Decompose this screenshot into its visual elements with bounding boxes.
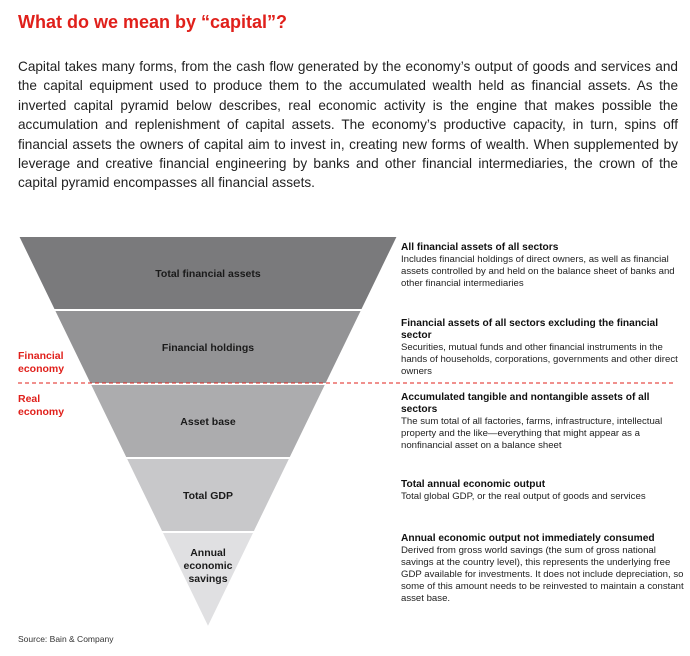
tier-text: Total global GDP, or the real output of … (401, 491, 646, 503)
tier-heading: Total annual economic output (401, 479, 546, 490)
source-note: Source: Bain & Company (18, 634, 114, 644)
tier-text: Securities, mutual funds and other finan… (401, 342, 678, 378)
tier-financial-holdings-label: Financial holdings (162, 342, 254, 354)
financial-economy-label-line2: economy (18, 363, 65, 375)
real-economy-label-line1: Real (18, 393, 41, 405)
tier-annual-economic-savings-label: economic (183, 560, 232, 572)
tier-annual-economic-savings-label: Annual (190, 547, 226, 559)
tier-description-asset-base: Accumulated tangible and nontangible ass… (401, 392, 686, 452)
tier-heading: Annual economic output not immediately c… (401, 533, 655, 544)
real-economy-label: Real economy (18, 393, 64, 419)
real-economy-label-line2: economy (18, 406, 65, 418)
tier-description-annual-economic-savings: Annual economic output not immediately c… (401, 533, 686, 606)
tier-asset-base-label: Asset base (180, 416, 236, 428)
tier-text: The sum total of all factories, farms, i… (401, 416, 663, 452)
page-title: What do we mean by “capital”? (18, 12, 288, 32)
tier-description-total-financial-assets: All financial assets of all sectors Incl… (401, 242, 686, 290)
tier-heading: All financial assets of all sectors (401, 242, 559, 253)
tier-heading: Accumulated tangible and nontangible ass… (401, 392, 650, 416)
financial-economy-label-line1: Financial (18, 350, 64, 362)
intro-paragraph: Capital takes many forms, from the cash … (18, 59, 678, 191)
tier-description-financial-holdings: Financial assets of all sectors excludin… (401, 318, 686, 378)
tier-total-financial-assets-label: Total financial assets (155, 268, 261, 280)
tier-text: Derived from gross world savings (the su… (401, 545, 684, 605)
tier-total-gdp-label: Total GDP (183, 490, 233, 502)
tier-annual-economic-savings (159, 531, 257, 631)
tier-annual-economic-savings-label: savings (188, 573, 227, 585)
tier-description-total-gdp: Total annual economic output Total globa… (401, 479, 686, 503)
financial-economy-label: Financial economy (18, 350, 64, 376)
tier-heading: Financial assets of all sectors excludin… (401, 318, 659, 342)
tier-text: Includes financial holdings of direct ow… (401, 254, 675, 290)
